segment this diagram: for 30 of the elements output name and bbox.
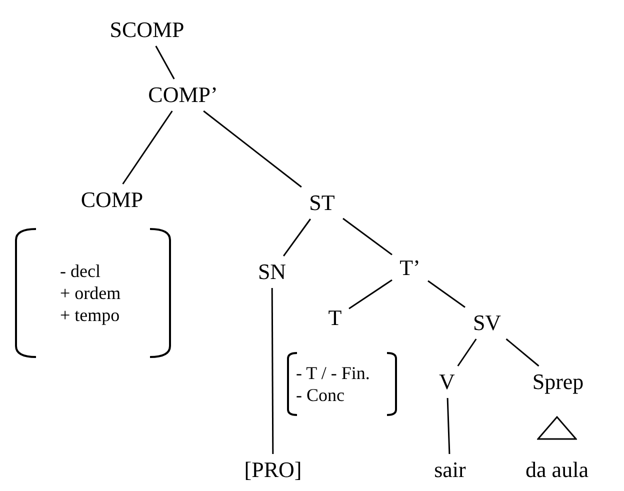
tree-branch bbox=[428, 280, 466, 308]
tree-branch bbox=[446, 398, 450, 454]
tree-branch bbox=[348, 279, 392, 310]
tree-branch bbox=[203, 110, 302, 188]
category-label: SCOMP bbox=[105, 17, 189, 43]
feature-value: - decl bbox=[60, 260, 100, 282]
triangle-symbol bbox=[537, 416, 577, 440]
tree-branch bbox=[122, 110, 173, 184]
feature-value: - T / - Fin. bbox=[296, 362, 370, 384]
tree-branch bbox=[457, 338, 477, 366]
feature-value: + tempo bbox=[60, 304, 120, 326]
category-label: T’ bbox=[395, 255, 425, 281]
word-label: [PRO] bbox=[242, 457, 304, 483]
word-label: COMP bbox=[76, 187, 148, 213]
tree-branch bbox=[342, 218, 392, 256]
feature-value: - Conc bbox=[296, 384, 344, 406]
category-label: COMP’ bbox=[137, 82, 229, 108]
tree-branch bbox=[282, 218, 312, 256]
tree-branch bbox=[506, 338, 540, 367]
category-label: V bbox=[436, 369, 458, 395]
word-label: Sprep bbox=[527, 369, 589, 395]
tree-branch bbox=[155, 46, 175, 80]
category-label: SN bbox=[254, 259, 290, 285]
category-label: SV bbox=[468, 310, 506, 336]
category-label: ST bbox=[304, 190, 340, 216]
word-label: T bbox=[324, 305, 346, 331]
word-label: sair bbox=[430, 457, 470, 483]
feature-value: + ordem bbox=[60, 282, 121, 304]
tree-branch bbox=[271, 288, 274, 454]
word-label: da aula bbox=[519, 457, 595, 483]
